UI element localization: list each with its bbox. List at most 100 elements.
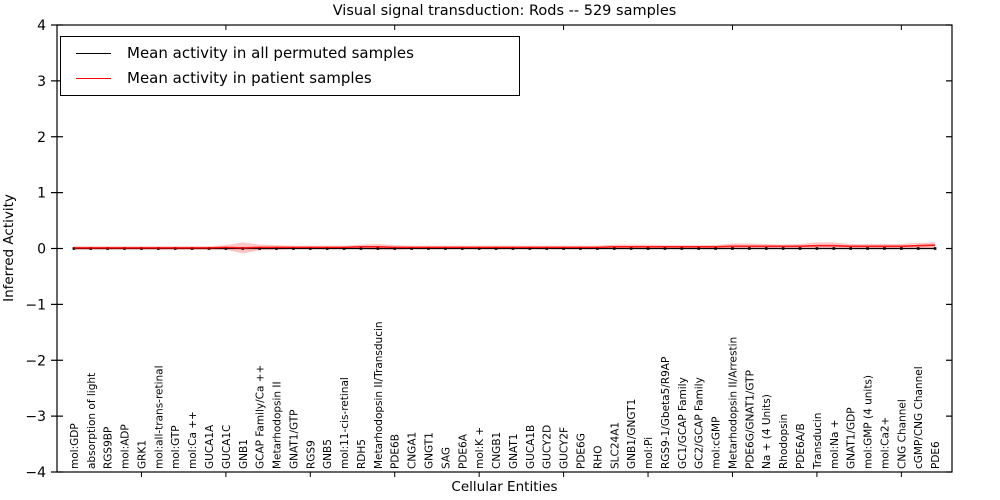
x-category-label: absorption of light [86,373,98,469]
x-category-label: mol:K + [474,427,486,469]
x-category-label: RGS9BP [103,427,115,469]
data-marker [511,247,515,250]
y-tick-label: −3 [25,409,46,425]
data-marker [359,247,363,250]
x-category-label: GNB5 [322,439,334,469]
data-marker [781,247,785,250]
data-marker [646,247,650,250]
x-category-label: RDH5 [356,439,368,469]
x-category-label: GNB1/GNGT1 [626,399,638,469]
x-category-label: GC1/GCAP Family [677,377,689,469]
x-category-label: mol:GTP [170,425,182,469]
data-marker [444,247,447,250]
data-marker [342,247,346,250]
x-category-label: GNGT1 [424,432,436,469]
x-category-label: RGS9-1/Gbeta5/R9AP [660,357,672,469]
legend: Mean activity in all permuted samples Me… [60,36,520,96]
x-category-label: GC2/GCAP Family [694,377,706,469]
x-category-label: mol:Ca ++ [187,411,199,469]
x-category-label: CNG Channel [896,399,908,469]
x-category-label: PDE6 [930,441,942,469]
data-marker [798,247,802,250]
x-category-label: mol:Pi [643,437,655,469]
x-category-label: PDE6A/B [795,423,807,469]
data-marker [629,247,633,250]
x-category-label: GNAT1 [508,434,520,469]
data-marker [866,247,869,250]
x-category-label: mol:Na + [829,419,841,469]
data-marker [849,247,852,250]
x-category-label: mol:all-trans-retinal [153,365,165,469]
y-tick-label: −1 [25,297,46,313]
data-marker [410,247,413,250]
legend-item-permuted: Mean activity in all permuted samples [61,46,519,61]
x-category-label: SLC24A1 [609,422,621,469]
legend-label-patient: Mean activity in patient samples [127,68,372,87]
data-marker [224,247,228,250]
x-category-label: PDE6A [457,433,469,469]
x-category-label: GUCA1B [525,425,537,469]
data-marker [883,247,886,250]
x-category-label: Metarhodopsin II [272,381,284,469]
data-marker [325,247,329,250]
data-marker [900,247,903,250]
x-category-label: GUCA1C [221,425,233,469]
data-marker [376,247,380,250]
permuted-line-swatch [76,53,111,55]
x-category-label: PDE6G [575,433,587,469]
x-category-label: PDE6B [390,434,402,469]
x-category-label: Metarhodopsin II/Transducin [373,321,385,469]
patient-line-swatch [76,77,111,79]
chart-title: Visual signal transduction: Rods -- 529 … [332,3,677,19]
data-marker [309,247,312,250]
data-marker [427,247,430,250]
y-tick-label: 4 [37,18,46,34]
x-category-label: mol:cGMP [711,417,723,469]
data-marker [612,247,616,250]
x-category-label: GNAT1/GDP [846,407,858,469]
data-marker [832,247,836,250]
data-marker [275,247,278,250]
x-category-label: GUCY2F [559,427,571,469]
y-tick-label: −4 [25,465,46,481]
data-marker [460,247,464,250]
x-category-label: GUCA1A [204,424,216,469]
x-category-label: GNAT1/GTP [288,410,300,470]
x-category-label: mol:GDP [69,423,81,469]
x-category-label: GCAP Family/Ca ++ [255,365,267,469]
y-tick-label: −2 [25,353,46,369]
x-category-label: mol:GMP (4 units) [863,375,875,469]
data-marker [477,247,481,250]
x-category-label: PDE6G/GNAT1/GTP [744,370,756,469]
y-tick-label: 0 [37,242,46,258]
legend-item-patient: Mean activity in patient samples [61,68,519,87]
data-marker [494,247,498,250]
data-marker [663,247,667,250]
data-marker [697,247,700,250]
data-marker [545,247,549,250]
x-category-label: SAG [440,447,452,469]
data-marker [764,247,768,250]
data-marker [292,247,295,250]
x-category-label: RHO [592,446,604,469]
x-category-label: mol:ADP [120,424,132,469]
x-category-label: CNGB1 [491,432,503,469]
data-marker [916,247,920,250]
x-category-label: mol:Ca2+ [879,417,891,469]
x-category-label: GUCY2D [542,425,554,469]
data-marker [815,247,819,250]
data-marker [714,247,717,250]
x-category-label: CNGA1 [407,432,419,469]
data-marker [933,247,937,250]
x-category-label: GNB1 [238,439,250,469]
data-marker [731,247,734,250]
x-category-label: Metarhodopsin II/Arrestin [727,337,739,469]
x-category-label: RGS9 [305,440,317,469]
data-marker [562,247,565,250]
y-tick-label: 1 [37,186,46,202]
data-marker [596,247,599,250]
data-marker [748,247,751,250]
data-marker [393,247,397,250]
